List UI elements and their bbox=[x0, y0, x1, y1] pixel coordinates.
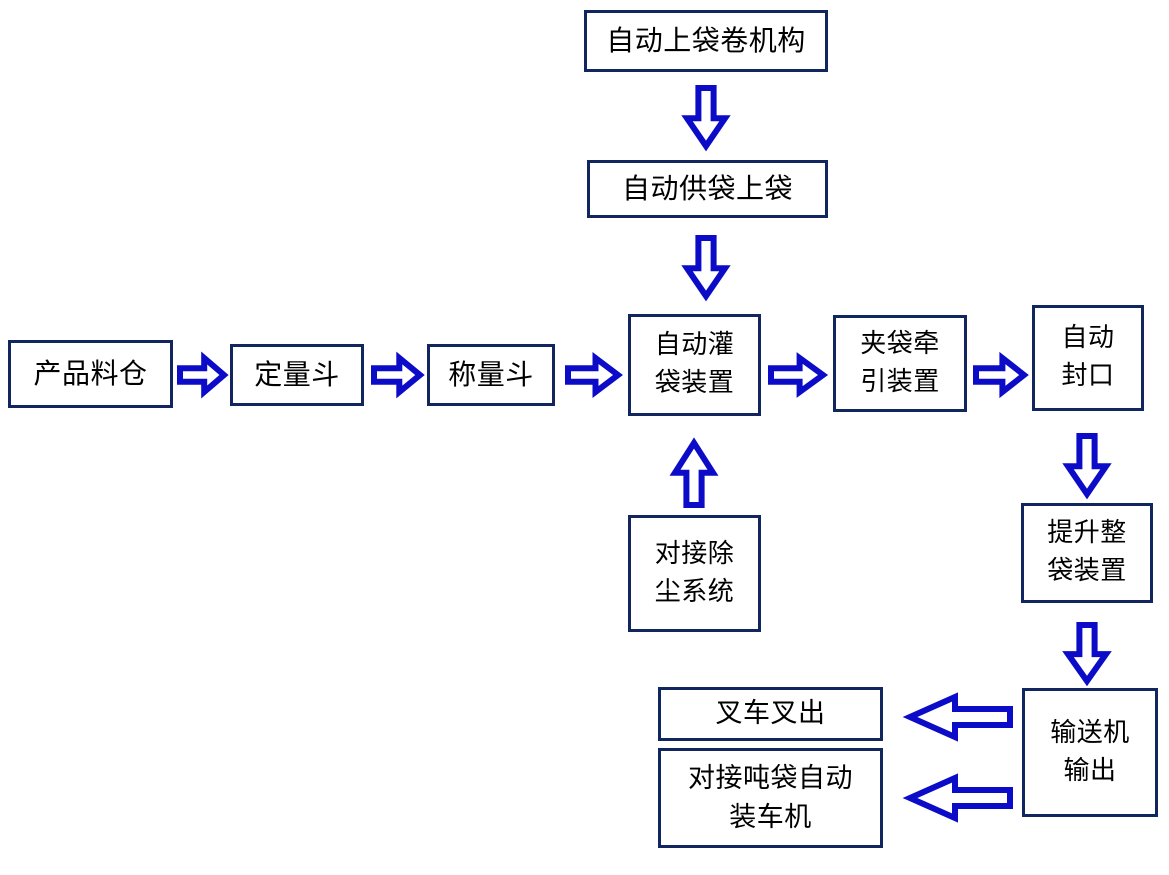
arrow-right-n6-to-n7 bbox=[768, 352, 829, 398]
process-box-n11[interactable]: 输送机 输出 bbox=[1022, 688, 1158, 817]
process-box-n12[interactable]: 叉车叉出 bbox=[658, 687, 883, 741]
arrow-right-n5-to-n6 bbox=[565, 351, 623, 399]
process-box-n5[interactable]: 称量斗 bbox=[427, 344, 555, 406]
arrow-down-n10-to-n11 bbox=[1062, 622, 1112, 687]
arrow-glyph-icon bbox=[371, 351, 425, 399]
process-box-n7[interactable]: 夹袋牵 引装置 bbox=[833, 315, 967, 412]
process-box-n8[interactable]: 自动 封口 bbox=[1032, 305, 1144, 411]
process-box-n6[interactable]: 自动灌 袋装置 bbox=[628, 314, 761, 416]
arrow-glyph-icon bbox=[681, 85, 731, 152]
arrow-glyph-icon bbox=[973, 351, 1029, 399]
process-box-n1[interactable]: 自动上袋卷机构 bbox=[584, 10, 828, 72]
arrow-right-n7-to-n8 bbox=[973, 351, 1029, 399]
arrow-glyph-icon bbox=[669, 437, 719, 508]
arrow-up-n9-to-n6 bbox=[669, 437, 719, 508]
arrow-glyph-icon bbox=[565, 351, 623, 399]
arrow-left-n11-to-n13 bbox=[902, 773, 1013, 823]
arrow-glyph-icon bbox=[768, 352, 829, 398]
process-box-n4[interactable]: 定量斗 bbox=[230, 344, 364, 406]
arrow-right-n4-to-n5 bbox=[371, 351, 425, 399]
arrow-glyph-icon bbox=[177, 351, 229, 399]
arrow-glyph-icon bbox=[902, 773, 1013, 823]
arrow-glyph-icon bbox=[1062, 433, 1112, 500]
process-box-n9[interactable]: 对接除 尘系统 bbox=[628, 515, 761, 632]
arrow-left-n11-to-n12 bbox=[902, 692, 1013, 742]
arrow-glyph-icon bbox=[1062, 622, 1112, 687]
arrow-right-n3-to-n4 bbox=[177, 351, 229, 399]
arrow-down-n1-to-n2 bbox=[681, 85, 731, 152]
arrow-glyph-icon bbox=[681, 235, 731, 302]
process-box-n10[interactable]: 提升整 袋装置 bbox=[1021, 503, 1153, 603]
arrow-glyph-icon bbox=[902, 692, 1013, 742]
process-box-n13[interactable]: 对接吨袋自动 装车机 bbox=[658, 748, 883, 848]
process-box-n3[interactable]: 产品料仓 bbox=[8, 340, 173, 408]
process-box-n2[interactable]: 自动供袋上袋 bbox=[587, 160, 828, 218]
arrow-down-n8-to-n10 bbox=[1062, 433, 1112, 500]
arrow-down-n2-to-n6 bbox=[681, 235, 731, 302]
